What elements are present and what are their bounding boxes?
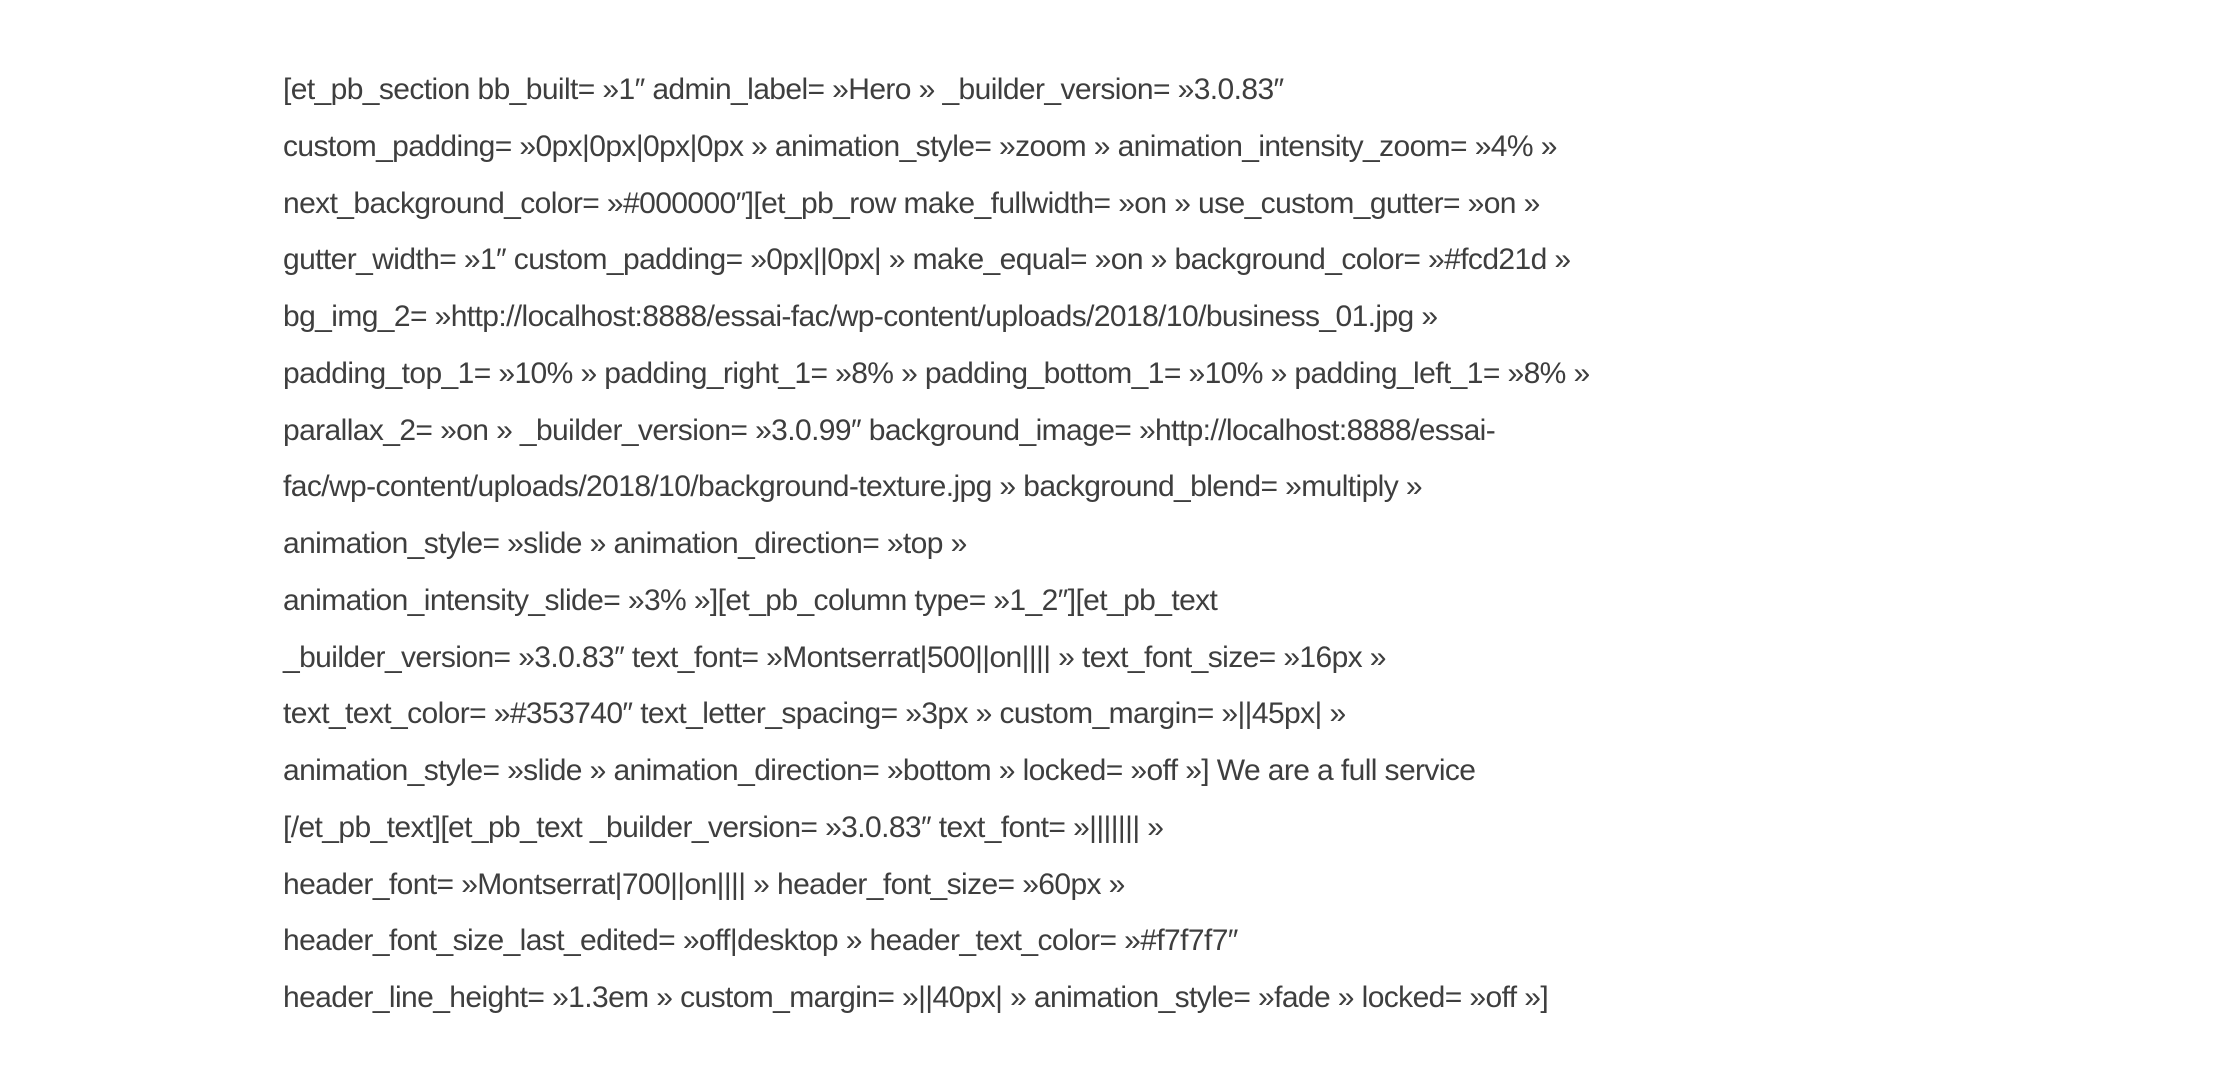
- text-line: animation_style= »slide » animation_dire…: [283, 754, 1476, 787]
- text-line: [/et_pb_text][et_pb_text _builder_versio…: [283, 810, 1164, 844]
- text-line: padding_top_1= »10% » padding_right_1= »…: [283, 356, 1590, 390]
- text-line: text_text_color= »#353740″ text_letter_s…: [283, 697, 1346, 731]
- text-line: header_line_height= »1.3em » custom_marg…: [283, 981, 1549, 1014]
- text-line: header_font_size_last_edited= »off|deskt…: [283, 924, 1238, 958]
- text-line: parallax_2= »on » _builder_version= »3.0…: [283, 413, 1496, 447]
- text-line: gutter_width= »1″ custom_padding= »0px||…: [283, 243, 1571, 277]
- text-line: animation_style= »slide » animation_dire…: [283, 527, 967, 560]
- text-line: _builder_version= »3.0.83″ text_font= »M…: [283, 640, 1386, 674]
- text-line: bg_img_2= »http://localhost:8888/essai-f…: [283, 300, 1438, 333]
- text-line: [et_pb_section bb_built= »1″ admin_label…: [283, 73, 1284, 106]
- text-line: next_background_color= »#000000″][et_pb_…: [283, 186, 1540, 220]
- text-line: animation_intensity_slide= »3% »][et_pb_…: [283, 583, 1218, 617]
- shortcode-text-block: [et_pb_section bb_built= »1″ admin_label…: [283, 62, 1590, 1027]
- text-line: fac/wp-content/uploads/2018/10/backgroun…: [283, 470, 1423, 504]
- text-line: header_font= »Montserrat|700||on|||| » h…: [283, 867, 1125, 901]
- text-line: custom_padding= »0px|0px|0px|0px » anima…: [283, 129, 1557, 163]
